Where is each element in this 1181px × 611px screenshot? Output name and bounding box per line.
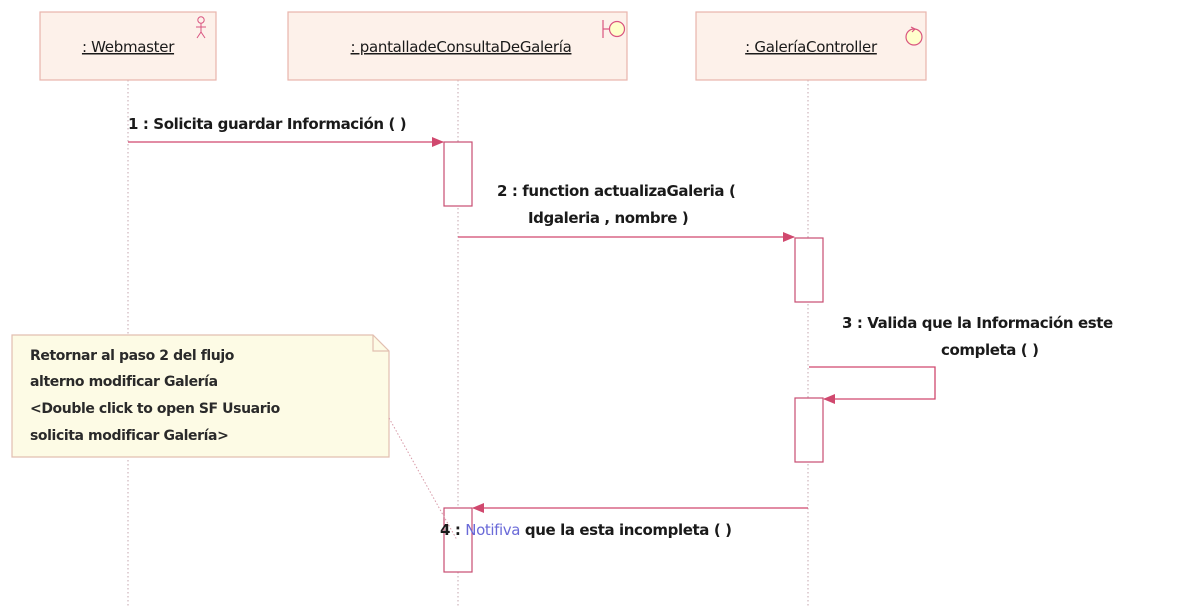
- note-line: solicita modificar Galería>: [30, 428, 228, 444]
- message-label-3-line2: completa ( ): [941, 341, 1039, 359]
- object-webmaster[interactable]: : Webmaster: [39, 11, 217, 81]
- message-text: Valida que la Información este: [867, 314, 1113, 332]
- activation-bar: [443, 141, 473, 207]
- message-text: Solicita guardar Información ( ): [153, 115, 406, 133]
- activation-bar: [794, 397, 824, 463]
- boundary-icon: [602, 20, 626, 38]
- actor-icon: [196, 16, 206, 39]
- message-number: 3: [842, 314, 852, 332]
- message-highlight: Notifiva: [465, 521, 520, 539]
- activation-bar: [443, 507, 473, 573]
- note-line: alterno modificar Galería: [30, 374, 218, 390]
- note-line: <Double click to open SF Usuario: [30, 401, 281, 417]
- object-label-pantalla: : pantalladeConsultaDeGalería: [351, 38, 572, 56]
- note[interactable]: Retornar al paso 2 del flujo alterno mod…: [11, 334, 390, 458]
- object-controller[interactable]: : GaleríaController: [695, 11, 927, 81]
- object-label-controller: : GaleríaController: [745, 38, 878, 56]
- message-number: 2: [497, 182, 507, 200]
- message-text: function actualizaGaleria (: [522, 182, 735, 200]
- message-arrow-3[interactable]: [809, 366, 936, 404]
- object-pantalla[interactable]: : pantalladeConsultaDeGalería: [287, 11, 628, 81]
- message-label-1: 1 : Solicita guardar Información ( ): [128, 115, 406, 133]
- message-label-2-line2: Idgaleria , nombre ): [528, 209, 688, 227]
- message-label-2: 2 : function actualizaGaleria (: [497, 182, 735, 200]
- note-anchor-line: [388, 417, 458, 541]
- object-label-webmaster: : Webmaster: [82, 38, 175, 56]
- message-label-3: 3 : Valida que la Información este: [842, 314, 1113, 332]
- control-icon: [905, 26, 923, 46]
- message-number: 4: [440, 521, 450, 539]
- note-line: Retornar al paso 2 del flujo: [30, 348, 235, 364]
- message-number: 1: [128, 115, 138, 133]
- message-label-4: 4 : Notifiva que la esta incompleta ( ): [440, 521, 732, 539]
- activation-bar: [794, 237, 824, 303]
- message-text: que la esta incompleta ( ): [525, 521, 732, 539]
